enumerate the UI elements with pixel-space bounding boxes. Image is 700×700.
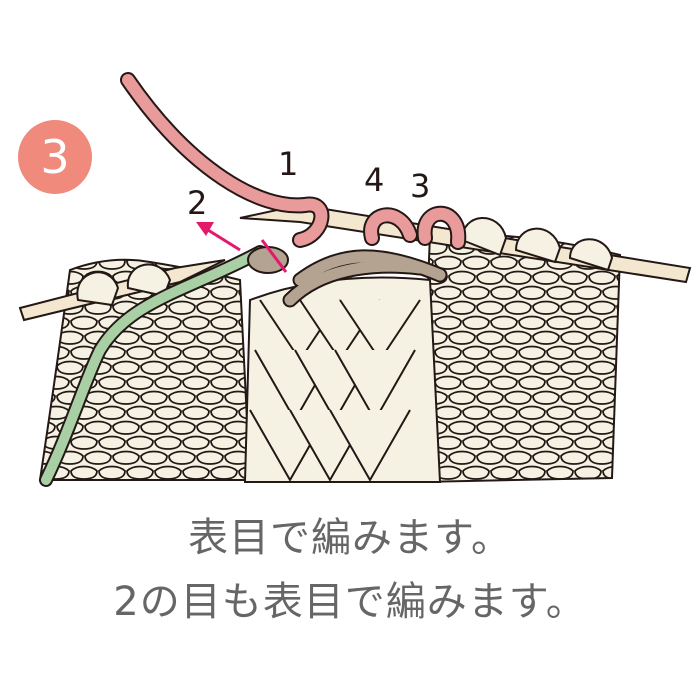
right-fabric [418, 233, 622, 484]
v-stitches [249, 299, 421, 483]
arrow-icon [196, 222, 241, 252]
label-stitch-4: 4 [364, 161, 385, 199]
taupe-yarn-fill [284, 251, 446, 306]
pink-yarn [122, 74, 465, 248]
knitting-illustration [18, 72, 692, 487]
left-needle-loops [76, 263, 172, 307]
step-number-badge: 3 [18, 120, 92, 194]
caption-line-2: 2の目も表目で編みます。 [113, 579, 587, 625]
label-stitch-2: 2 [187, 184, 208, 222]
label-stitch-3: 3 [410, 167, 431, 205]
green-yarn [39, 245, 267, 487]
left-fabric [38, 258, 252, 481]
label-stitch-1: 1 [278, 145, 299, 183]
right-needle-loops [460, 217, 614, 272]
caption-line-1: 表目で編みます。 [188, 515, 512, 561]
insertion-line [260, 239, 288, 273]
